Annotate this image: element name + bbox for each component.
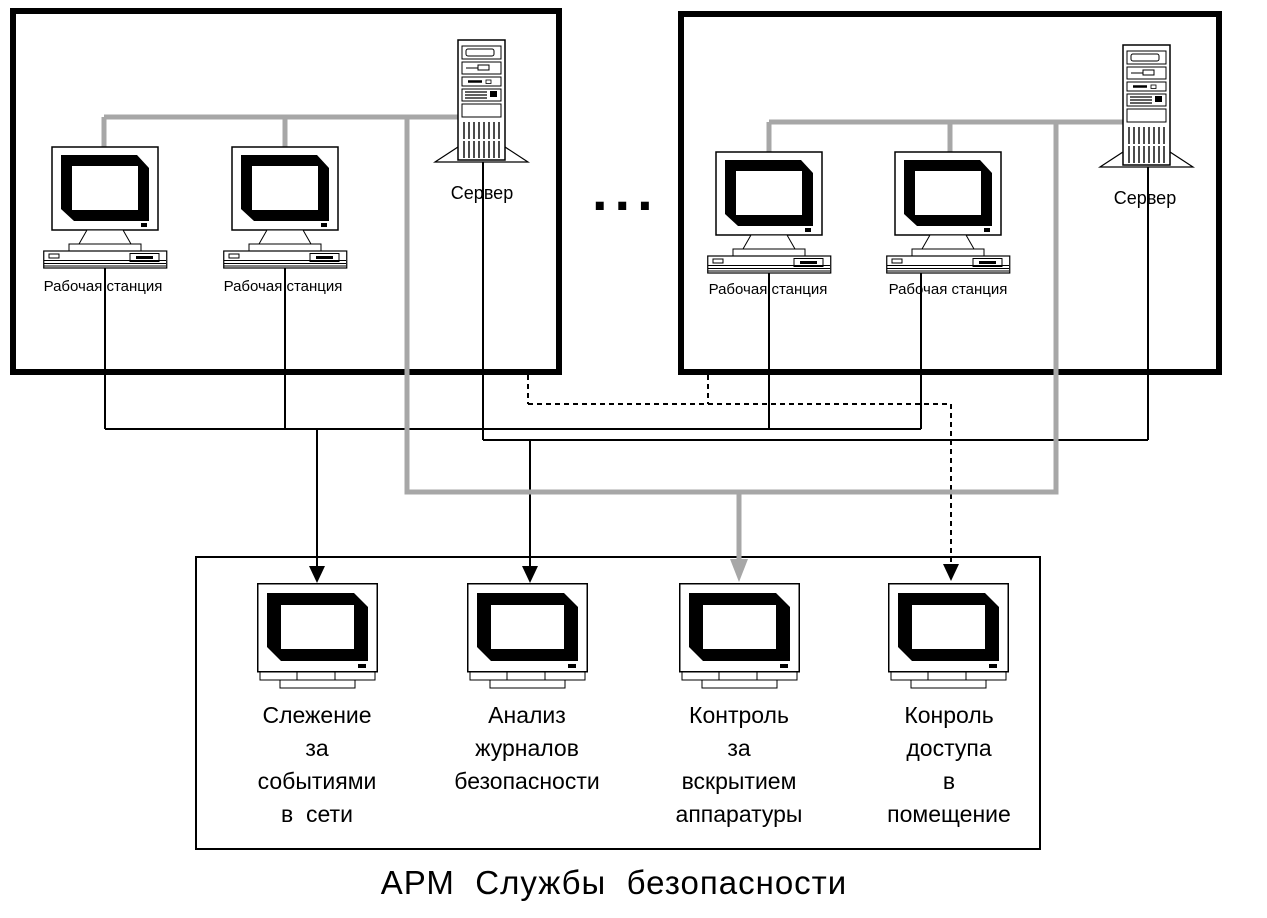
terminal-icon-logs xyxy=(467,583,588,689)
workstation-label: Рабочая станция xyxy=(888,281,1008,298)
workstation-icon xyxy=(43,146,168,269)
server-icon xyxy=(433,38,530,164)
terminal-label-access: Конроль доступа в помещение xyxy=(887,702,1011,827)
workstation-label: Рабочая станция xyxy=(43,278,163,295)
diagram-caption: АРМ Службы безопасности xyxy=(380,864,848,901)
workstation-icon xyxy=(223,146,348,269)
lan-ellipsis: ... xyxy=(592,159,660,222)
server-label: Сервер xyxy=(1113,188,1177,208)
terminal-icon-access xyxy=(888,583,1009,689)
terminal-label-events: Слежение за событиями в сети xyxy=(257,702,377,827)
lan-box-2 xyxy=(678,11,1222,375)
arrowhead-events-terminal xyxy=(309,566,325,583)
workstation-label: Рабочая станция xyxy=(708,281,828,298)
workstation-icon xyxy=(886,151,1011,274)
security-console-box xyxy=(195,556,1041,850)
server-label: Сервер xyxy=(450,183,514,203)
workstation-icon xyxy=(707,151,832,274)
arrowhead-hardware-terminal xyxy=(730,559,748,582)
arrowhead-access-terminal xyxy=(943,564,959,581)
server-icon xyxy=(1098,43,1195,169)
terminal-icon-hardware xyxy=(679,583,800,689)
terminal-label-hardware: Контроль за вскрытием аппаратуры xyxy=(675,702,803,827)
terminal-label-logs: Анализ журналов безопасности xyxy=(454,702,600,794)
workstation-label: Рабочая станция xyxy=(223,278,343,295)
terminal-icon-events xyxy=(257,583,378,689)
arrowhead-logs-terminal xyxy=(522,566,538,583)
gray-collector-line xyxy=(404,117,1059,495)
lan-box-1 xyxy=(10,8,562,375)
